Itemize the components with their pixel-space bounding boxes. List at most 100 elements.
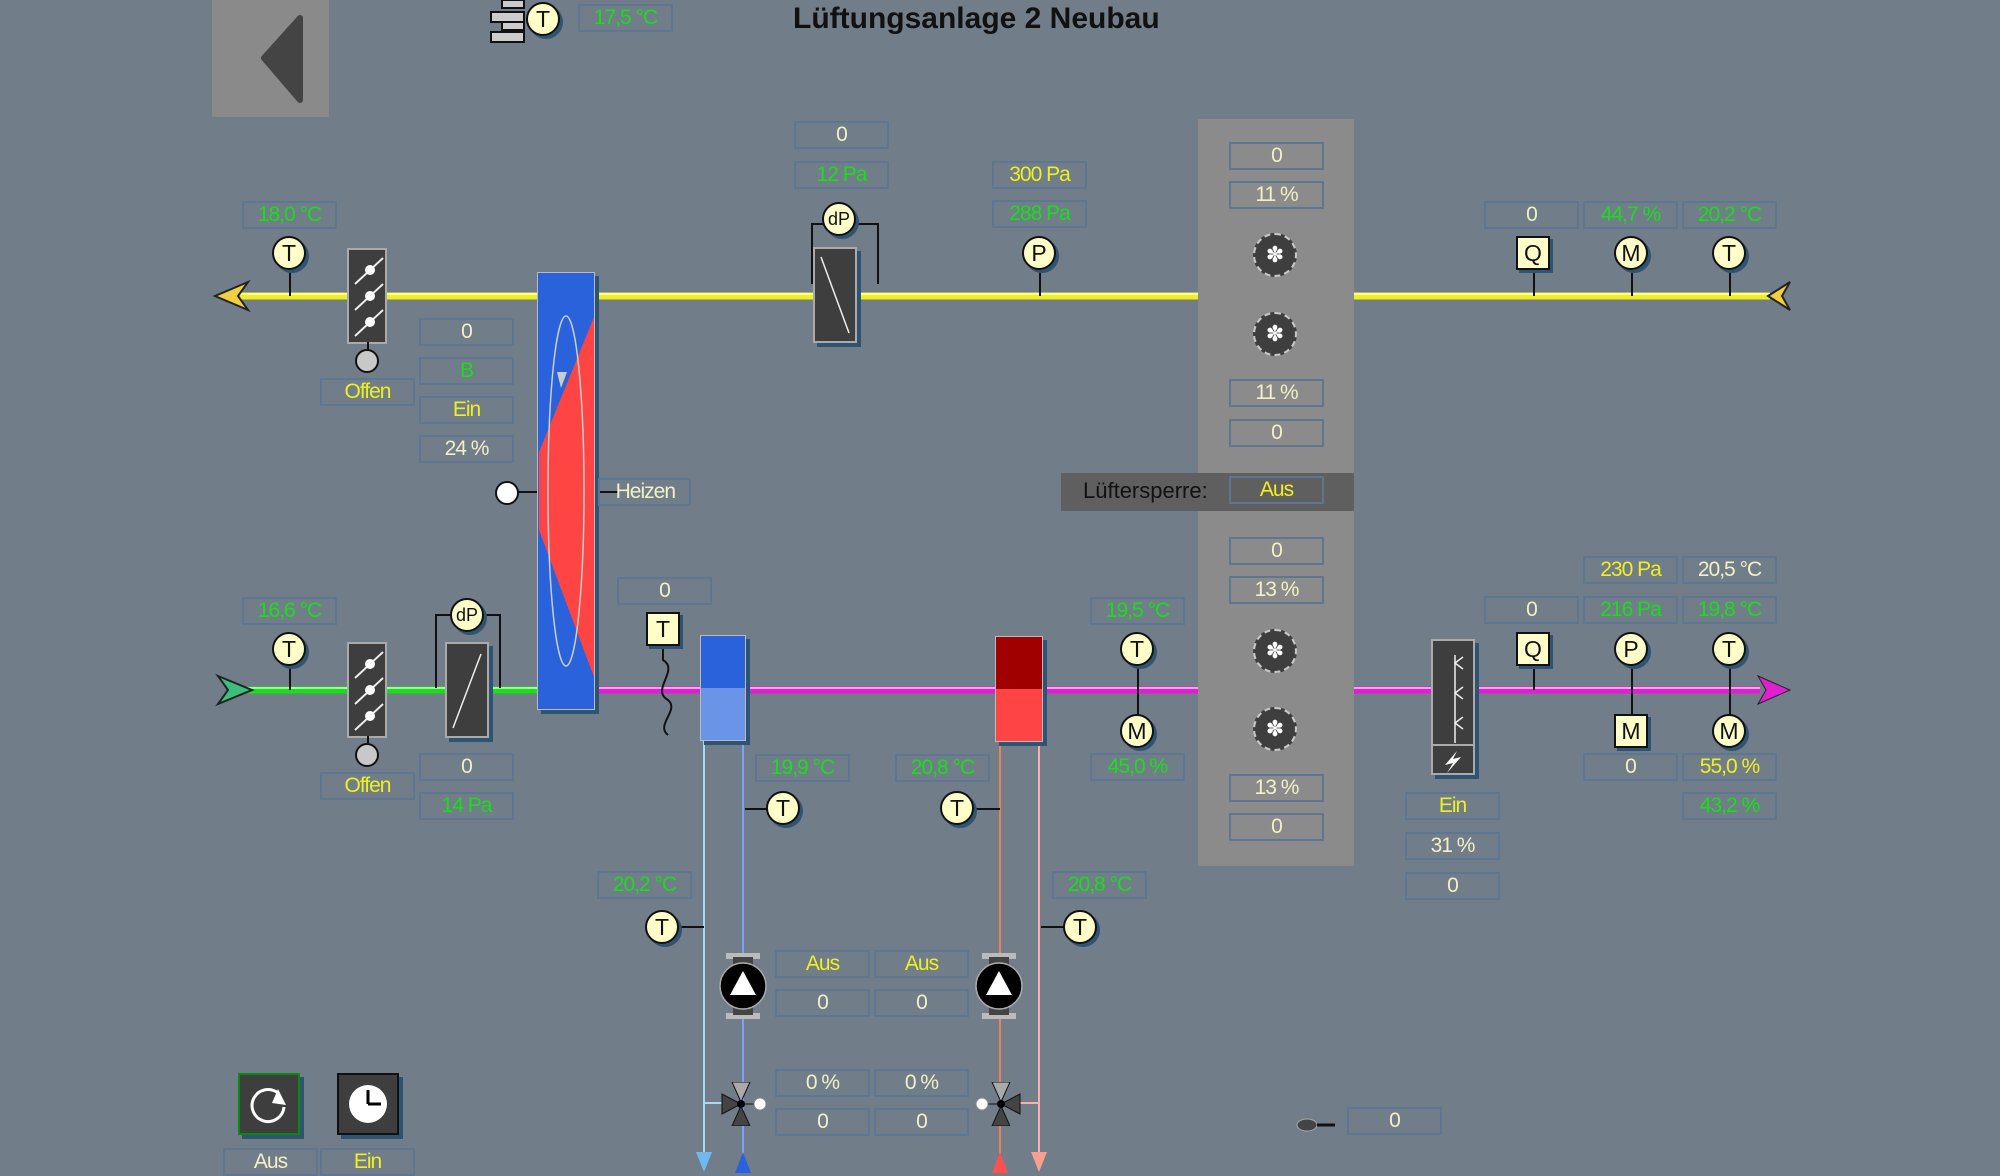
hr-value-1: 0 [419,318,514,346]
exhaust-fan-value-bottom: 0 [1229,419,1324,447]
supply-filter[interactable] [445,642,489,738]
return-temp-sensor[interactable]: T [1712,236,1746,270]
humidifier[interactable] [1431,639,1475,775]
outdoor-air-temp: 16,6 °C [242,597,337,625]
heater-flow-temp-sensor[interactable]: T [1063,910,1097,944]
supply-fan-2[interactable]: ✽ [1253,707,1297,751]
heater-valve-icon[interactable] [972,1081,1022,1127]
exhaust-outlet-temp-sensor[interactable]: T [272,236,306,270]
supply-temp-actual: 19,8 °C [1682,596,1777,624]
supply-flow-sensor[interactable]: Q [1516,632,1550,666]
supply-fan-speed-top: 13 % [1229,576,1324,604]
exhaust-filter-dp: 12 Pa [794,161,889,189]
cooler-flow-arrow [735,1152,751,1173]
supply-pressure-setpoint[interactable]: 230 Pa [1583,556,1678,584]
timer-status: Ein [320,1148,415,1176]
supply-pressure-modulator[interactable]: M [1614,714,1648,748]
after-heater-humidity-sensor[interactable]: M [1120,714,1154,748]
heating-coil[interactable] [994,635,1044,743]
cooler-flow-temp-sensor[interactable]: T [645,910,679,944]
cooling-coil[interactable] [699,634,747,742]
exhaust-pressure-actual: 288 Pa [992,200,1087,228]
supply-fan-value-bottom: 0 [1229,813,1324,841]
cooler-return-temp-sensor[interactable]: T [766,791,800,825]
after-heater-humidity: 45,0 % [1090,753,1185,781]
fan-lock-bar: Lüftersperre: [1061,473,1354,511]
clock-icon [349,1085,387,1123]
exhaust-pressure-setpoint[interactable]: 300 Pa [992,161,1087,189]
exhaust-filter-dp-sensor[interactable]: dP [822,202,856,236]
heater-pump-status: Aus [874,950,969,978]
heater-return-arrow [1031,1152,1047,1172]
exhaust-filter[interactable] [813,247,857,343]
outdoor-damper-actuator-icon [355,743,379,767]
auto-mode-button[interactable] [238,1073,300,1135]
refresh-icon [250,1088,286,1124]
heater-return-temp: 20,8 °C [895,754,990,782]
heater-flow-arrow [992,1152,1008,1173]
supply-humidity-setpoint[interactable]: 55,0 % [1682,753,1777,781]
heater-valve-position: 0 % [874,1069,969,1097]
heater-return-temp-sensor[interactable]: T [940,791,974,825]
cooler-return-arrow [696,1152,712,1172]
outdoor-air-temp-sensor[interactable]: T [272,632,306,666]
supply-filter-dp-sensor[interactable]: dP [450,598,484,632]
exhaust-humidity-value: 44,7 % [1583,201,1678,229]
fan-lock-value[interactable]: Aus [1229,476,1324,504]
hr-mode: Heizen [598,478,691,506]
supply-temp-sensor[interactable]: T [1712,632,1746,666]
cooler-pump-status: Aus [775,950,870,978]
exhaust-flow-value: 0 [1484,201,1579,229]
outdoor-damper[interactable] [347,642,387,738]
after-hr-temp-sensor[interactable]: T [646,612,680,646]
supply-fan-speed-bottom: 13 % [1229,774,1324,802]
after-hr-value: 0 [617,577,712,605]
hr-output: 24 % [419,435,514,463]
heat-recovery-wheel[interactable] [536,271,596,711]
back-button[interactable] [212,0,329,117]
outdoor-temp-sensor-icon: T [526,2,560,36]
hr-status: Ein [419,396,514,424]
key-icon [1295,1116,1339,1141]
exhaust-fan-1[interactable]: ✽ [1253,233,1297,277]
humidifier-level: 31 % [1405,832,1500,860]
heater-valve-value: 0 [874,1108,969,1136]
after-heater-temp-sensor[interactable]: T [1120,632,1154,666]
supply-fan-1[interactable]: ✽ [1253,629,1297,673]
key-value: 0 [1347,1107,1442,1135]
supply-temp-setpoint[interactable]: 20,5 °C [1682,556,1777,584]
exhaust-damper-actuator-icon [355,349,379,373]
timer-button[interactable] [337,1073,399,1135]
after-heater-temp: 19,5 °C [1090,597,1185,625]
outdoor-inlet-arrow [215,673,255,707]
exhaust-fan-speed-bottom: 11 % [1229,379,1324,407]
return-temp-value: 20,2 °C [1682,201,1777,229]
cooler-flow-temp: 20,2 °C [597,871,692,899]
building-wall-icon [490,0,528,49]
exhaust-flow-sensor[interactable]: Q [1516,236,1550,270]
exhaust-inlet-arrow [1766,281,1791,311]
outdoor-damper-status: Offen [320,772,415,800]
heater-pump-icon[interactable] [974,953,1024,1019]
supply-pressure-sensor[interactable]: P [1614,632,1648,666]
supply-humidity-sensor[interactable]: M [1712,714,1746,748]
exhaust-pressure-sensor[interactable]: P [1022,236,1056,270]
humidifier-status: Ein [1405,792,1500,820]
supply-pressure-actual: 216 Pa [1583,596,1678,624]
cooler-pump-icon[interactable] [718,953,768,1019]
supply-fan-value-top: 0 [1229,537,1324,565]
humidifier-value: 0 [1405,872,1500,900]
exhaust-fan-2[interactable]: ✽ [1253,312,1297,356]
exhaust-humidity-sensor[interactable]: M [1614,236,1648,270]
power-bolt-icon [1445,751,1461,773]
cooler-valve-icon[interactable] [720,1081,770,1127]
supply-filter-dp: 14 Pa [419,792,514,820]
damper-blades-icon [354,257,384,337]
cooler-valve-position: 0 % [775,1069,870,1097]
exhaust-filter-value: 0 [794,121,889,149]
exhaust-damper[interactable] [347,248,387,344]
supply-filter-value: 0 [419,753,514,781]
supply-flow-value: 0 [1484,596,1579,624]
hr-value-2: B [419,357,514,385]
page-title: Lüftungsanlage 2 Neubau [793,2,1160,35]
